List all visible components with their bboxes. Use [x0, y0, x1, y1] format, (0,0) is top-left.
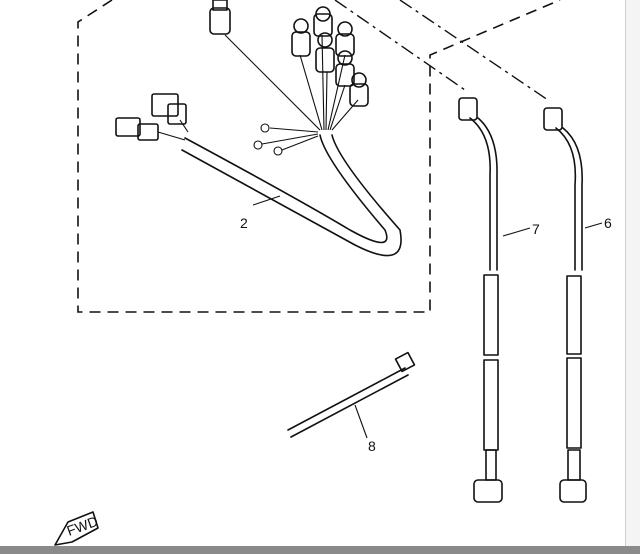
callout-6: 6: [604, 215, 612, 231]
bottom-scrollbar[interactable]: [0, 546, 640, 554]
cable-7: 7: [458, 97, 540, 503]
reference-lines: [334, 0, 549, 101]
connector-block-left: [115, 117, 141, 137]
cable-6: 6: [543, 107, 612, 503]
fwd-label: FWD: [65, 513, 100, 539]
cable-tie: 8: [287, 351, 416, 454]
connector-block-top: [151, 93, 179, 117]
enclosure-box: [77, 0, 561, 313]
wire-harness: 2: [115, 0, 402, 257]
callout-7: 7: [532, 221, 540, 237]
bulb-socket-group: [209, 0, 369, 107]
right-edge: [625, 0, 640, 546]
callout-2: 2: [240, 215, 248, 231]
fwd-arrow-icon: FWD: [54, 511, 100, 546]
callout-8: 8: [368, 438, 376, 454]
